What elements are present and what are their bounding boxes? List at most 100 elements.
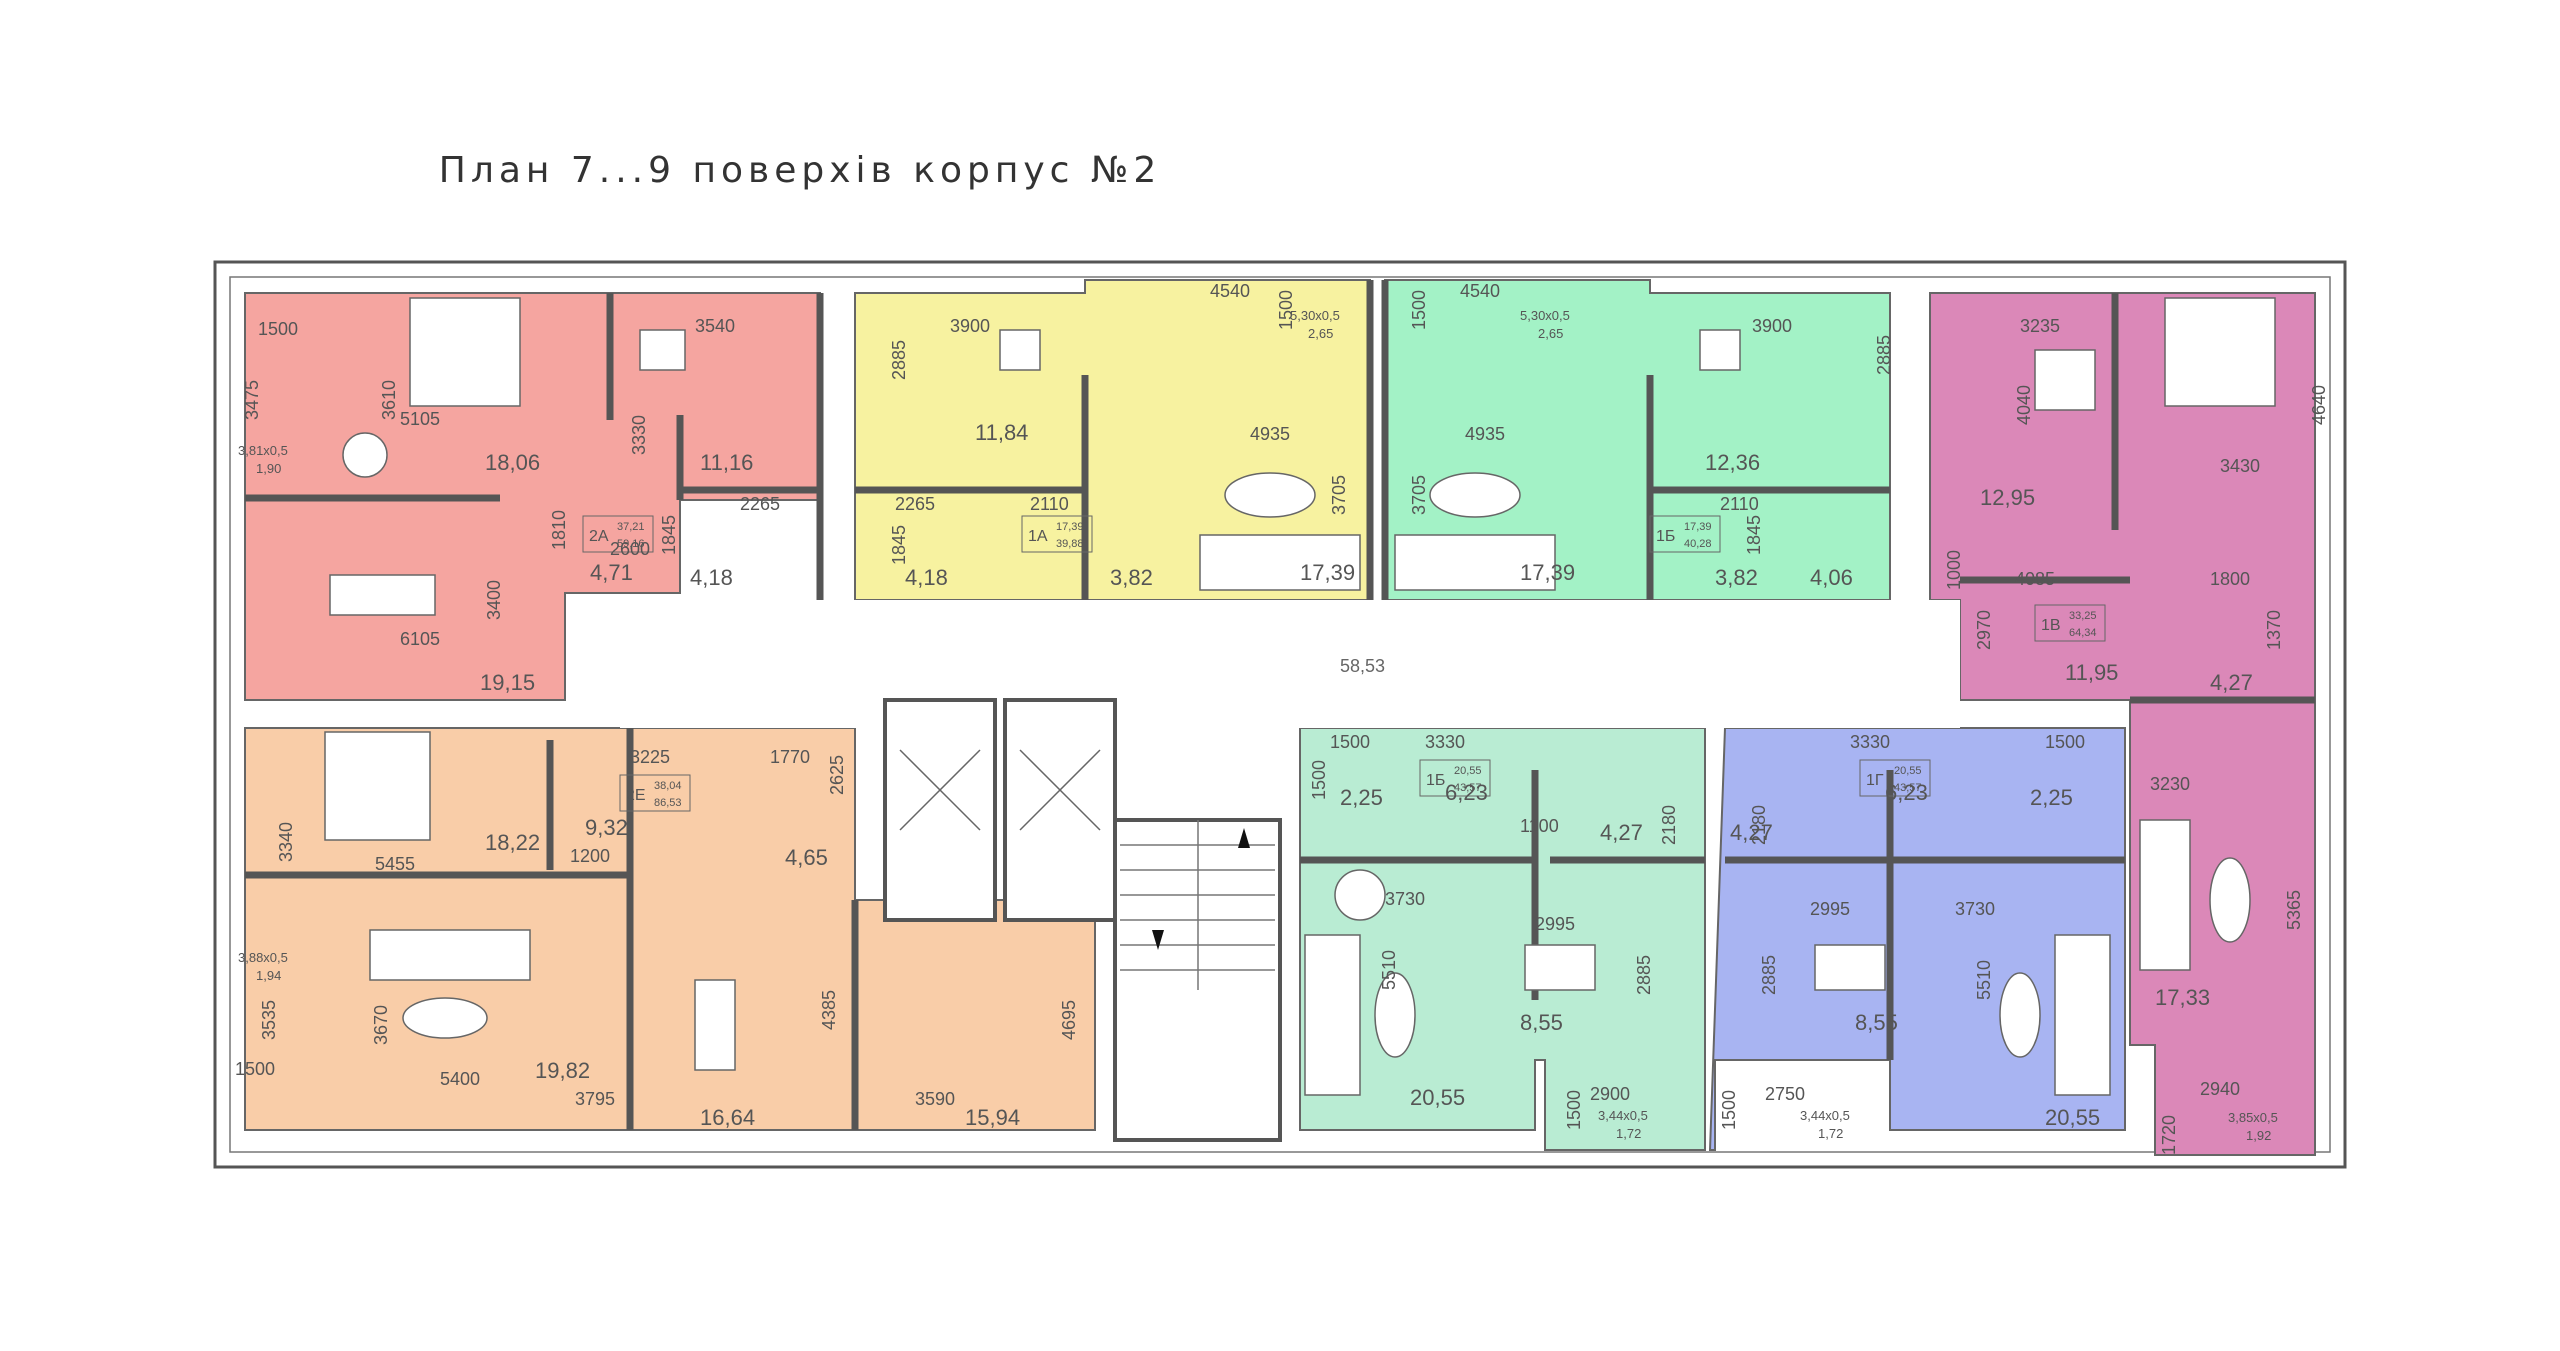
dimension-label: 2900 [1590,1084,1630,1104]
rug-icon [402,997,488,1039]
dimension-label: 1000 [1944,550,1964,590]
dimension-label: 3900 [950,316,990,336]
room-area: 20,55 [2045,1105,2100,1130]
dimension-label: 1100 [1520,816,1559,836]
dimension-label: 4935 [1250,424,1290,444]
room-area: 12,95 [1980,485,2035,510]
apartment-tag-label: 2Е [626,787,646,804]
dimension-label: 5510 [1379,950,1399,990]
dimension-label: 2885 [1874,335,1894,375]
dimension-label: 4040 [2014,385,2034,425]
dimension-label: 3795 [575,1089,615,1109]
dimension-label: 3900 [1752,316,1792,336]
apartment-living-area: 17,39 [1684,521,1712,533]
dimension-label: 4385 [819,990,839,1030]
balcony-labels: 3,81x0,51,905,30x0,52,655,30x0,52,653,88… [238,308,2278,1143]
stair-steps [1120,820,1275,990]
room-area: 4,18 [905,565,948,590]
room-area: 6,23 [1885,780,1928,805]
dimension-label: 4540 [1210,281,1250,301]
dimension-label: 2110 [1720,494,1759,514]
room-area: 18,22 [485,830,540,855]
apartment-tag-label: 1Б [1656,528,1675,545]
dimension-label: 5105 [400,409,440,429]
sofa-icon [2054,934,2111,1096]
dimension-label: 1370 [2264,610,2284,650]
balcony-size: 3,44x0,5 [1800,1108,1850,1123]
corridor-area-label: 58,53 [1340,656,1385,676]
dimension-label: 3610 [379,380,399,420]
apartment-tag-box [1859,759,1931,797]
dimension-label: 3340 [276,822,296,862]
balcony-area: 1,90 [256,461,281,476]
stair-up-arrow [1238,828,1250,848]
sofa-icon [2139,819,2191,971]
dimension-label: 2940 [2200,1079,2240,1099]
dimension-label: 2995 [1810,899,1850,919]
room-area: 15,94 [965,1105,1020,1130]
dimension-label: 2970 [1974,610,1994,650]
stair-down-arrow [1152,930,1164,950]
balcony-size: 3,85x0,5 [2228,1110,2278,1125]
apartment-living-area: 20,55 [1894,765,1922,777]
rug-icon [1224,472,1316,518]
bed-icon [324,731,431,841]
dimension-label: 3705 [1329,475,1349,515]
table-icon [1524,944,1596,991]
rug-icon [2209,857,2251,943]
apartment-total-area: 39,88 [1056,538,1084,550]
room-area: 12,36 [1705,450,1760,475]
dimension-label: 3330 [629,415,649,455]
sofa-icon [369,929,531,981]
apartment-tag-box [1021,515,1093,553]
dimension-label: 1500 [1719,1090,1739,1130]
room-area: 18,06 [485,450,540,475]
room-area: 4,27 [2210,670,2253,695]
corridor: 58,53 [620,600,1960,1142]
room-area: 19,15 [480,670,535,695]
room-area: 4,65 [785,845,828,870]
apartment-tag-box [1649,515,1721,553]
dimension-label: 4085 [2015,569,2055,589]
dimension-label: 2995 [1535,914,1575,934]
plant-icon [1334,869,1386,921]
rug-icon [1999,972,2041,1058]
dimension-label: 6105 [400,629,440,649]
balcony-size: 3,81x0,5 [238,443,288,458]
apartment-tag-label: 1А [1028,528,1048,545]
table-icon [2034,349,2096,411]
dimension-label: 2180 [1749,805,1769,845]
dimension-label: 1500 [1564,1090,1584,1130]
apartment-total-area: 43,57 [1454,782,1482,794]
dimension-label: 3230 [2150,774,2190,794]
dimension-label: 3475 [242,380,262,420]
balcony-area: 2,65 [1538,326,1563,341]
apartment-tag-label: 1Б [1426,772,1445,789]
dimension-label: 1500 [1409,290,1429,330]
dimension-label: 5510 [1974,960,1994,1000]
room-area: 3,82 [1110,565,1153,590]
room-area: 3,82 [1715,565,1758,590]
rug-icon [1374,972,1416,1058]
apartment-living-area: 38,04 [654,780,682,792]
apartment-total-area: 40,28 [1684,538,1712,550]
dimension-label: 1810 [549,510,569,550]
dimension-label: 2110 [1030,494,1069,514]
dimension-label: 4640 [2309,385,2329,425]
balcony-area: 1,72 [1616,1126,1641,1141]
dimension-label: 1500 [235,1059,275,1079]
room-area: 6,23 [1445,780,1488,805]
apartment-tag-label: 1В [2041,617,2061,634]
dimension-label: 3730 [1385,889,1425,909]
room-area: 4,27 [1730,820,1773,845]
room-area: 2,25 [1340,785,1383,810]
dimension-label: 2180 [1659,805,1679,845]
apartment-tag-box [619,774,691,812]
dimension-label: 3670 [371,1005,391,1045]
balcony-size: 3,44x0,5 [1598,1108,1648,1123]
plan-title: План 7...9 поверхів корпус №2 [438,150,1162,191]
dimension-label: 2885 [1759,955,1779,995]
table-icon [1814,944,1886,991]
balcony-area: 2,65 [1308,326,1333,341]
room-area: 4,06 [1810,565,1853,590]
